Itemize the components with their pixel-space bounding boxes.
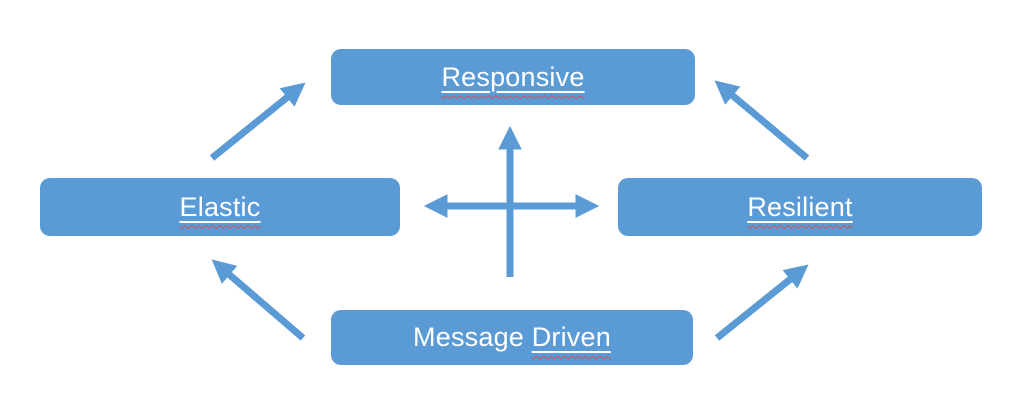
arrow-resilient-to-responsive	[714, 80, 810, 161]
node-message-driven-label: Message Driven	[413, 322, 611, 352]
node-elastic: Elastic	[40, 178, 400, 236]
arrow-message-driven-to-resilient	[714, 264, 809, 341]
node-elastic-label: Elastic	[179, 191, 261, 222]
node-responsive-label: Responsive	[441, 61, 585, 92]
node-resilient: Resilient	[618, 178, 982, 236]
node-resilient-label: Resilient	[747, 191, 853, 222]
arrow-message-driven-to-elastic	[211, 259, 306, 341]
node-message-driven: Message Driven	[331, 310, 693, 365]
node-responsive: Responsive	[331, 49, 695, 105]
arrow-elastic-to-responsive	[209, 82, 306, 161]
